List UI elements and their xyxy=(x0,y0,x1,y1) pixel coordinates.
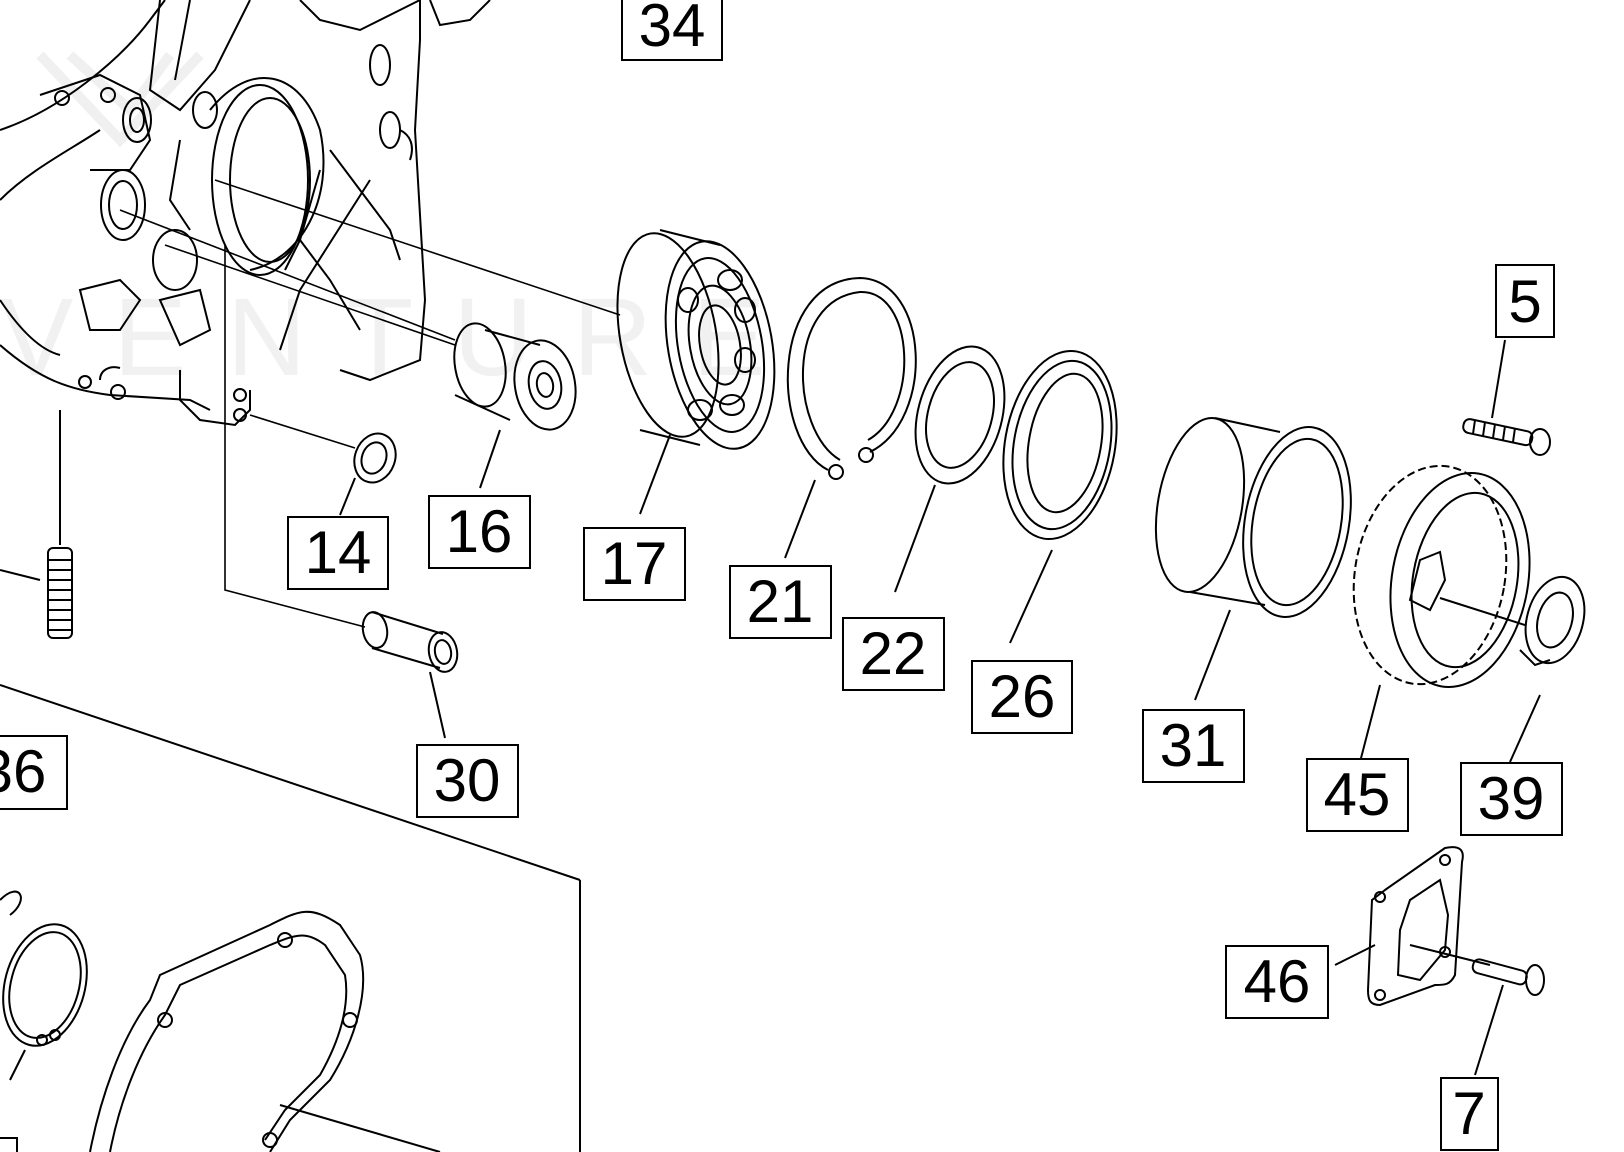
housing-casting xyxy=(0,0,491,427)
part-label-7: 7 xyxy=(1440,1077,1499,1151)
assembly-axis-lines xyxy=(119,179,621,628)
sleeve-31 xyxy=(1154,417,1352,618)
part-label-34: 34 xyxy=(621,0,723,61)
svg-text:45: 45 xyxy=(1324,761,1391,828)
leader-lines xyxy=(339,339,1541,1076)
ring-26 xyxy=(1002,349,1118,541)
part-label-14: 14 xyxy=(287,516,389,590)
nut-39 xyxy=(1519,575,1586,667)
svg-text:21: 21 xyxy=(747,568,814,635)
svg-text:39: 39 xyxy=(1478,765,1545,832)
svg-text:5: 5 xyxy=(1508,268,1541,335)
svg-text:34: 34 xyxy=(639,0,706,59)
sleeve-30 xyxy=(361,611,459,673)
watermark-text: VENTURE xyxy=(0,276,806,399)
part-label-36: 36 xyxy=(0,735,68,810)
part-label-5: 5 xyxy=(1495,264,1555,338)
svg-text:14: 14 xyxy=(305,519,372,586)
part-label-22: 22 xyxy=(842,617,945,691)
part-label-edge xyxy=(0,1137,18,1152)
part-label-16: 16 xyxy=(428,495,531,569)
svg-text:46: 46 xyxy=(1244,948,1311,1015)
stud xyxy=(0,410,73,639)
part-label-30: 30 xyxy=(416,744,519,818)
lower-frame xyxy=(0,684,581,1152)
svg-text:16: 16 xyxy=(446,498,513,565)
washer-14 xyxy=(353,432,397,484)
part-label-45: 45 xyxy=(1306,758,1409,832)
part-label-31: 31 xyxy=(1142,709,1245,783)
screw-7 xyxy=(1471,958,1545,996)
svg-text:30: 30 xyxy=(434,747,501,814)
part-label-39: 39 xyxy=(1460,762,1563,836)
watermark: VENTURE xyxy=(0,51,806,399)
part-label-46: 46 xyxy=(1225,945,1329,1019)
svg-text:31: 31 xyxy=(1160,712,1227,779)
gear-45 xyxy=(1352,464,1531,689)
svg-text:26: 26 xyxy=(989,663,1056,730)
cover-plate-46 xyxy=(1366,846,1491,1007)
part-label-17: 17 xyxy=(583,527,686,601)
svg-text:7: 7 xyxy=(1452,1080,1485,1147)
part-label-21: 21 xyxy=(729,565,832,639)
shim-22 xyxy=(914,345,1006,485)
svg-text:22: 22 xyxy=(860,620,927,687)
svg-text:36: 36 xyxy=(0,738,46,805)
bushing-16 xyxy=(453,322,577,431)
circlip-21 xyxy=(786,276,917,480)
screw-5 xyxy=(1462,418,1551,456)
svg-text:17: 17 xyxy=(601,530,668,597)
ball-bearing-17 xyxy=(616,229,776,450)
part-label-26: 26 xyxy=(971,660,1073,734)
